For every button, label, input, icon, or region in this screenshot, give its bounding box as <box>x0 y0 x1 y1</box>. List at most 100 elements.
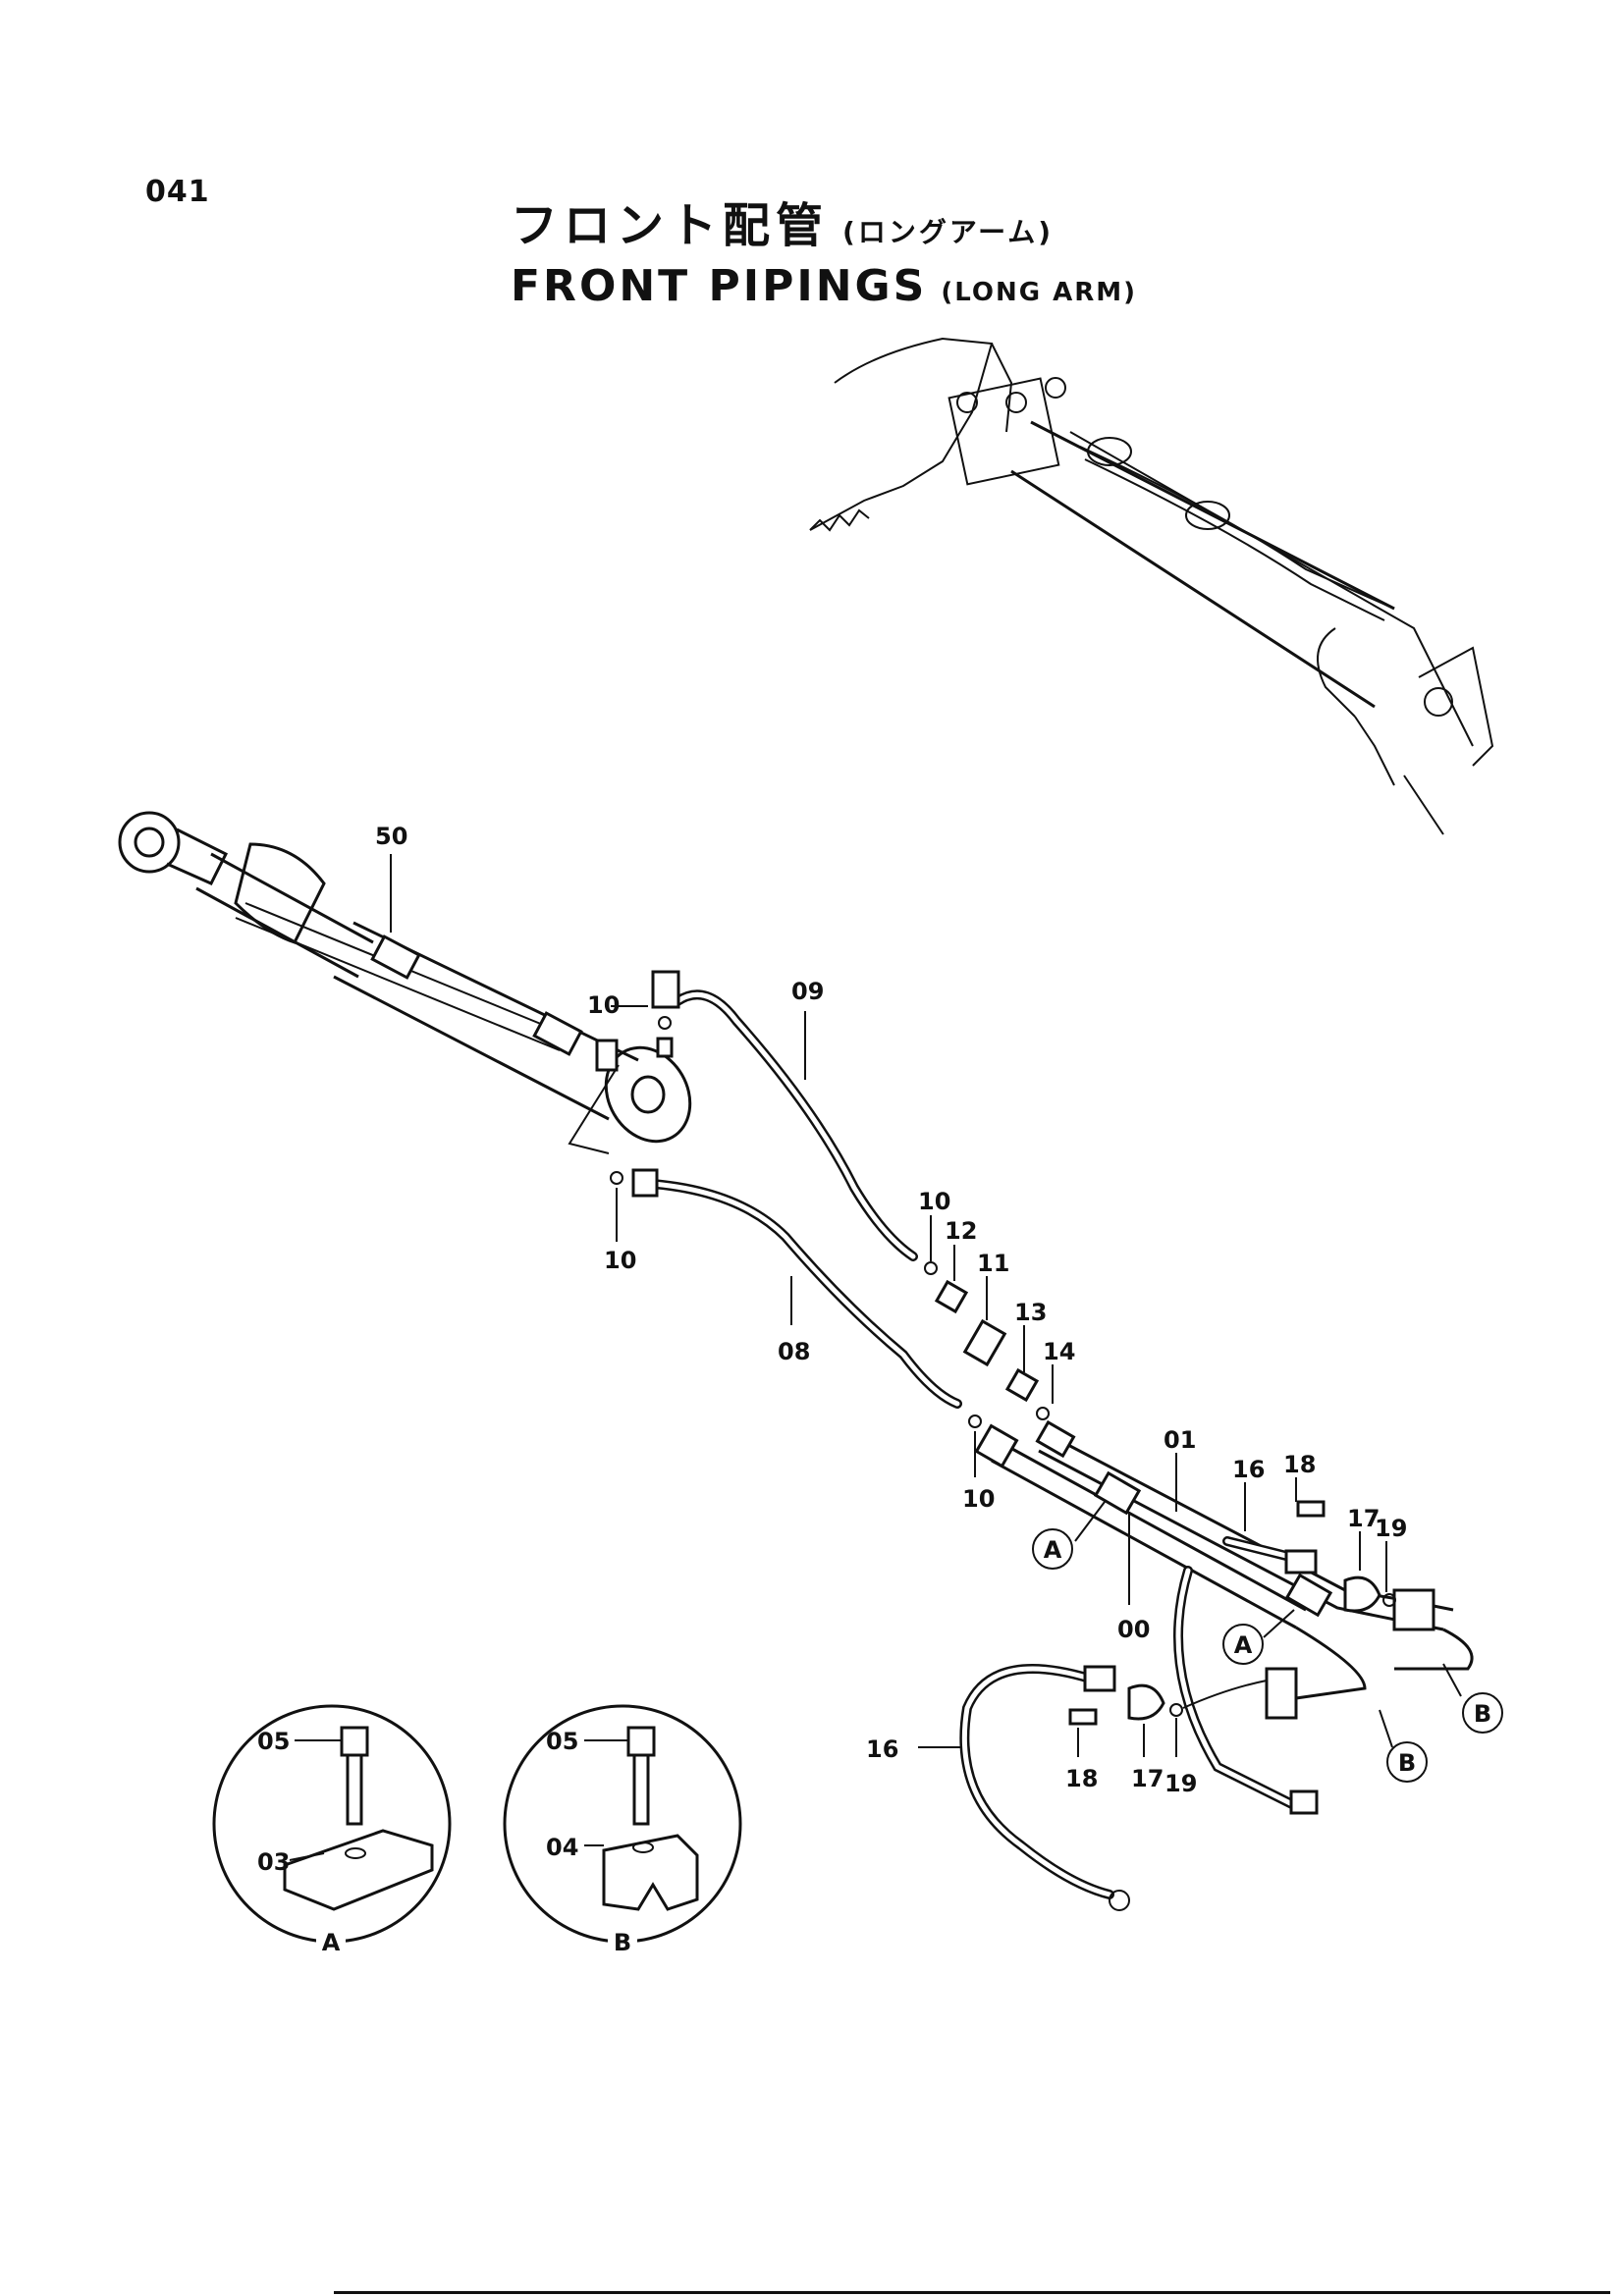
cylinder-rod-top <box>210 852 374 944</box>
pipe-00-bend <box>1295 1626 1367 1700</box>
callout-05b: 05 <box>546 1728 578 1755</box>
marker-A2: A <box>1222 1624 1264 1665</box>
callout-14: 14 <box>1043 1338 1075 1365</box>
flange-01 <box>1392 1588 1435 1631</box>
hose-08-end-fitting <box>631 1168 659 1198</box>
arm-hose-loop <box>1317 627 1356 718</box>
marker-A1-label: A <box>1044 1536 1062 1564</box>
callout-09: 09 <box>791 978 824 1005</box>
title-jp-sub: (ロングアーム) <box>842 216 1055 248</box>
arm-cylinder-rod-end <box>1087 437 1132 466</box>
detail-A: 05 03 A <box>212 1704 452 1956</box>
leader-03 <box>289 1852 325 1861</box>
cylinder-pipe-1 <box>235 917 561 1051</box>
callout-18b: 18 <box>1065 1765 1098 1792</box>
bolt-18-left <box>1068 1708 1098 1726</box>
marker-A2-label: A <box>1234 1631 1253 1659</box>
arm-lower-edge <box>1010 469 1376 709</box>
callout-16b: 16 <box>866 1735 898 1763</box>
callout-10c: 10 <box>918 1188 950 1215</box>
title-en-main: FRONT PIPINGS <box>511 261 928 311</box>
title-jp-main: フロント配管 <box>511 198 830 253</box>
cylinder-tube-bottom <box>333 975 610 1121</box>
o-ring-19-right <box>1382 1593 1396 1607</box>
title-en-sub: (LONG ARM) <box>941 278 1138 307</box>
callout-08: 08 <box>778 1338 810 1365</box>
hose-09-end-fitting <box>651 970 680 1009</box>
arm-hose-2 <box>1084 458 1385 621</box>
callout-00: 00 <box>1117 1616 1150 1643</box>
adapter-12 <box>934 1279 969 1314</box>
arm-cylinder-body <box>1185 501 1230 530</box>
leader-A1 <box>1074 1501 1106 1542</box>
detail-A-bolt-shank <box>346 1753 363 1826</box>
callout-03: 03 <box>257 1848 290 1876</box>
fittings-group <box>610 1016 1050 1428</box>
bucket-side <box>991 343 1013 433</box>
callout-04: 04 <box>546 1834 578 1861</box>
leader-B2 <box>1379 1709 1393 1748</box>
arm-lower-bracket <box>1354 716 1395 786</box>
bucket-pin-1 <box>956 392 978 413</box>
bucket-link <box>947 377 1060 486</box>
bucket-outline <box>809 337 994 531</box>
cylinder-leader-lines <box>568 1064 620 1154</box>
cylinder-rod-clevis <box>166 828 229 885</box>
cylinder-port <box>595 1039 619 1072</box>
o-ring-10c <box>924 1261 938 1275</box>
detail-B-bolt-shank <box>632 1753 650 1826</box>
hose-16-fitting-upper <box>1284 1549 1318 1575</box>
callout-18a: 18 <box>1283 1451 1316 1478</box>
hose-09-highlight <box>675 991 916 1259</box>
arm-boom-pin <box>1424 687 1453 717</box>
callout-10a: 10 <box>587 991 620 1019</box>
hose-08-highlight <box>635 1180 960 1407</box>
bolt-18-right <box>1296 1500 1326 1518</box>
hose-16-left-highlight <box>961 1666 1112 1897</box>
cylinder-head-bore <box>630 1075 666 1114</box>
callout-05a: 05 <box>257 1728 290 1755</box>
arm-cylinder-top <box>1069 431 1474 747</box>
marker-B1-ring <box>1462 1692 1503 1734</box>
hose-16-left-fitting <box>1083 1665 1116 1692</box>
pipe-clamp-1 <box>370 934 421 980</box>
marker-B2-ring <box>1386 1741 1428 1783</box>
callout-19b: 19 <box>1164 1770 1197 1797</box>
detail-A-label: A <box>322 1929 341 1956</box>
callout-labels: 50 10 10 09 08 10 12 11 13 14 10 01 16 1… <box>375 823 1407 1797</box>
hose-16-fitting-lower <box>1289 1789 1319 1815</box>
bucket-cylinder-illustration <box>118 811 692 1154</box>
bucket-pin-2 <box>1005 392 1027 413</box>
clamp-A1 <box>1093 1470 1142 1516</box>
marker-B1: B <box>1462 1692 1503 1734</box>
cylinder-eye <box>118 811 181 874</box>
hose-16-left <box>959 1664 1268 1911</box>
hose-08-body <box>633 1178 962 1409</box>
clamp-17-right <box>1343 1575 1381 1613</box>
callout-10d: 10 <box>962 1485 995 1513</box>
pipe-00-top <box>1001 1441 1307 1612</box>
callout-10b: 10 <box>604 1247 636 1274</box>
marker-B1-label: B <box>1474 1700 1491 1728</box>
detail-B-label-bg <box>608 1932 637 1953</box>
arm-upper-edge <box>1030 420 1395 611</box>
bucket-pin-3 <box>1045 377 1066 399</box>
title-japanese: フロント配管 (ロングアーム) <box>511 187 1137 255</box>
flange-00 <box>1265 1667 1298 1720</box>
pipe-01-bend <box>1394 1628 1474 1671</box>
o-ring-10d <box>968 1415 982 1428</box>
marker-A1-ring <box>1032 1528 1073 1570</box>
title-english: FRONT PIPINGS (LONG ARM) <box>511 261 1137 311</box>
leader-lines <box>611 1005 1462 1757</box>
o-ring-14 <box>1036 1407 1050 1420</box>
callout-11: 11 <box>977 1250 1009 1277</box>
marker-B2-label: B <box>1398 1749 1416 1777</box>
detail-A-bracket <box>283 1829 434 1911</box>
title-block: フロント配管 (ロングアーム) FRONT PIPINGS (LONG ARM) <box>511 187 1137 311</box>
cylinder-boot <box>234 842 326 944</box>
marker-A2-ring <box>1222 1624 1264 1665</box>
callout-01: 01 <box>1164 1426 1196 1454</box>
callout-50: 50 <box>375 823 407 850</box>
hose-16-right <box>1173 1500 1396 1815</box>
